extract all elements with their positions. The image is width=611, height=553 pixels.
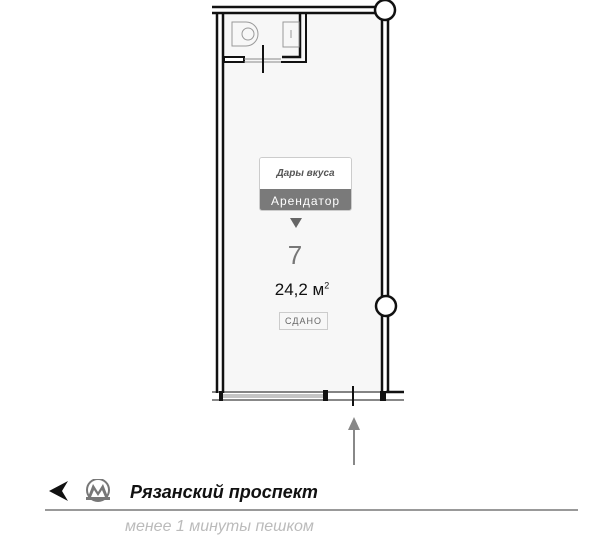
tenant-card[interactable]: Дары вкуса Арендатор <box>259 157 352 211</box>
tenant-logo: Дары вкуса <box>260 158 351 189</box>
left-wall <box>215 13 225 393</box>
status-badge: СДАНО <box>279 312 328 330</box>
walk-time: менее 1 минуты пешком <box>125 518 314 535</box>
tenant-logo-text: Дары вкуса <box>276 168 335 179</box>
pointer-triangle-icon <box>290 218 302 228</box>
back-arrow-icon[interactable] <box>48 481 70 501</box>
sink-icon <box>282 21 300 48</box>
toilet-icon <box>231 21 259 47</box>
top-wall <box>212 5 376 15</box>
right-wall <box>380 18 390 393</box>
column-icon <box>373 0 397 22</box>
metro-station-name: Рязанский проспект <box>130 482 318 502</box>
area-unit-sup: 2 <box>324 280 330 291</box>
metro-icon <box>86 479 110 502</box>
tenant-label: Арендатор <box>260 189 351 210</box>
bottom-wall <box>212 386 404 406</box>
area-value: 24,2 м <box>274 280 325 299</box>
entrance-arrow-icon <box>348 417 360 465</box>
divider <box>45 509 578 511</box>
unit-area: 24,2 м2 <box>262 280 342 300</box>
unit-number: 7 <box>287 240 303 270</box>
column-icon <box>374 294 398 318</box>
bathroom <box>223 13 307 73</box>
